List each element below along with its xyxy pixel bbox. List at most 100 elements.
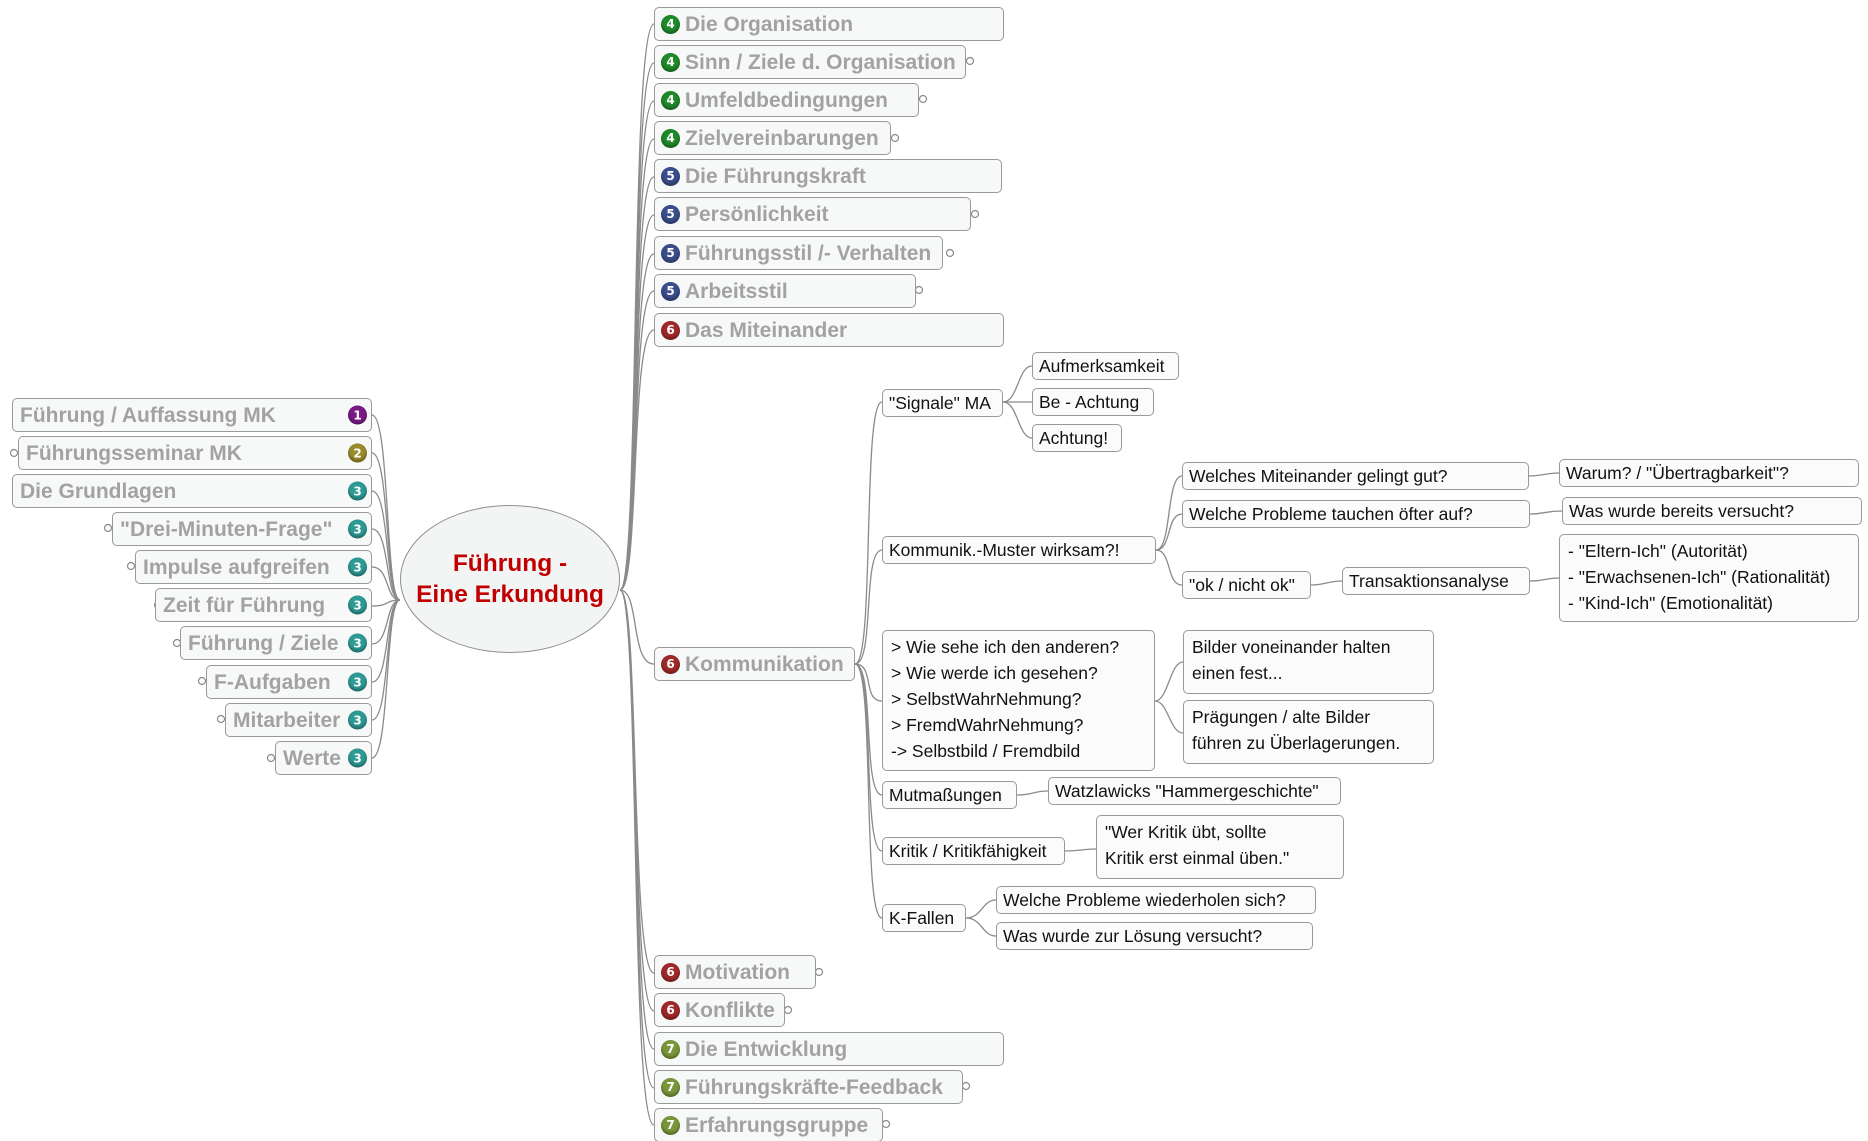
priority-6-icon: 6	[661, 320, 680, 340]
node-mutmassungen[interactable]: Mutmaßungen	[882, 781, 1017, 809]
priority-3-icon: 3	[348, 633, 367, 653]
topic-label: Konflikte	[685, 998, 775, 1022]
left-topic-impulse[interactable]: Impulse aufgreifen 3	[135, 550, 372, 584]
priority-6-icon: 6	[661, 1000, 680, 1020]
node-bereits-versucht[interactable]: Was wurde bereits versucht?	[1562, 497, 1862, 525]
node-be-achtung[interactable]: Be - Achtung	[1032, 388, 1154, 416]
central-topic-line1: Führung -	[452, 550, 568, 577]
left-topic-auffassung[interactable]: Führung / Auffassung MK 1	[12, 398, 372, 432]
topic-label: Arbeitsstil	[685, 279, 788, 303]
node-ok-nicht-ok[interactable]: "ok / nicht ok"	[1182, 571, 1311, 599]
left-topic-seminar[interactable]: Führungsseminar MK 2	[18, 436, 372, 470]
topic-label: Zielvereinbarungen	[685, 126, 879, 150]
topic-label: Führungsseminar MK	[26, 441, 242, 465]
right-topic-motivation[interactable]: 6 Motivation	[654, 955, 816, 989]
central-topic-line2: Eine Erkundung	[416, 581, 604, 608]
central-topic[interactable]: Führung - Eine Erkundung	[400, 505, 620, 653]
topic-label: Zeit für Führung	[163, 593, 326, 617]
priority-3-icon: 3	[348, 519, 367, 539]
priority-4-icon: 4	[661, 52, 680, 72]
priority-5-icon: 5	[661, 243, 680, 263]
topic-label: Kommunikation	[685, 652, 844, 676]
node-kritik-zitat[interactable]: "Wer Kritik übt, sollte Kritik erst einm…	[1096, 815, 1344, 879]
node-probleme-oefter[interactable]: Welche Probleme tauchen öfter auf?	[1182, 500, 1530, 528]
node-praegungen[interactable]: Prägungen / alte Bilder führen zu Überla…	[1183, 700, 1434, 764]
node-hammergeschichte[interactable]: Watzlawicks "Hammergeschichte"	[1048, 777, 1341, 805]
topic-label: Impulse aufgreifen	[143, 555, 330, 579]
right-topic-feedback[interactable]: 7 Führungskräfte-Feedback	[654, 1070, 963, 1104]
topic-label: Führung / Ziele	[188, 631, 339, 655]
priority-6-icon: 6	[661, 654, 680, 674]
left-topic-zeit[interactable]: Zeit für Führung 3	[155, 588, 372, 622]
priority-3-icon: 3	[348, 481, 367, 501]
priority-4-icon: 4	[661, 90, 680, 110]
right-topic-persoenlichkeit[interactable]: 5 Persönlichkeit	[654, 197, 971, 231]
topic-label: Führung / Auffassung MK	[20, 403, 276, 427]
right-topic-organisation[interactable]: 4 Die Organisation	[654, 7, 1004, 41]
topic-label: Das Miteinander	[685, 318, 848, 342]
topic-label: Mitarbeiter	[233, 708, 341, 732]
node-warum[interactable]: Warum? / "Übertragbarkeit"?	[1559, 459, 1859, 487]
topic-label: Die Organisation	[685, 12, 854, 36]
priority-3-icon: 3	[348, 557, 367, 577]
priority-1-icon: 1	[348, 405, 367, 425]
node-wahrnehmung[interactable]: > Wie sehe ich den anderen? > Wie werde …	[882, 630, 1155, 771]
topic-label: F-Aufgaben	[214, 670, 331, 694]
priority-3-icon: 3	[348, 672, 367, 692]
right-topic-kommunikation[interactable]: 6 Kommunikation	[654, 647, 855, 681]
node-transaktionsanalyse[interactable]: Transaktionsanalyse	[1342, 567, 1530, 595]
right-topic-fuehrungskraft[interactable]: 5 Die Führungskraft	[654, 159, 1002, 193]
topic-label: Umfeldbedingungen	[685, 88, 888, 112]
right-topic-arbeitsstil[interactable]: 5 Arbeitsstil	[654, 274, 916, 308]
priority-5-icon: 5	[661, 166, 680, 186]
node-miteinander-gelingt[interactable]: Welches Miteinander gelingt gut?	[1182, 462, 1529, 490]
priority-7-icon: 7	[661, 1039, 680, 1059]
right-topic-fuehrungsstil[interactable]: 5 Führungsstil /- Verhalten	[654, 236, 943, 270]
topic-label: Führungskräfte-Feedback	[685, 1075, 943, 1099]
topic-label: Sinn / Ziele d. Organisation	[685, 50, 956, 74]
topic-label: Werte	[283, 746, 341, 770]
topic-label: Die Grundlagen	[20, 479, 177, 503]
right-topic-umfeld[interactable]: 4 Umfeldbedingungen	[654, 83, 919, 117]
node-kommunik-muster[interactable]: Kommunik.-Muster wirksam?!	[882, 536, 1156, 564]
left-topic-grundlagen[interactable]: Die Grundlagen 3	[12, 474, 372, 508]
node-signale[interactable]: "Signale" MA	[882, 389, 1003, 417]
right-topic-miteinander[interactable]: 6 Das Miteinander	[654, 313, 1004, 347]
node-bilder-fest[interactable]: Bilder voneinander halten einen fest...	[1183, 630, 1434, 694]
left-topic-ziele[interactable]: Führung / Ziele 3	[180, 626, 372, 660]
priority-4-icon: 4	[661, 128, 680, 148]
node-k-fallen[interactable]: K-Fallen	[882, 904, 966, 932]
priority-7-icon: 7	[661, 1077, 680, 1097]
topic-label: Führungsstil /- Verhalten	[685, 241, 932, 265]
priority-3-icon: 3	[348, 595, 367, 615]
node-ich-zustaende[interactable]: - "Eltern-Ich" (Autorität) - "Erwachsene…	[1559, 534, 1859, 622]
topic-label: Persönlichkeit	[685, 202, 829, 226]
node-probleme-wiederholen[interactable]: Welche Probleme wiederholen sich?	[996, 886, 1316, 914]
left-topic-mitarbeiter[interactable]: Mitarbeiter 3	[225, 703, 372, 737]
node-kritik[interactable]: Kritik / Kritikfähigkeit	[882, 837, 1065, 865]
priority-2-icon: 2	[348, 443, 367, 463]
node-aufmerksamkeit[interactable]: Aufmerksamkeit	[1032, 352, 1179, 380]
priority-5-icon: 5	[661, 281, 680, 301]
right-topic-entwicklung[interactable]: 7 Die Entwicklung	[654, 1032, 1004, 1066]
topic-label: Erfahrungsgruppe	[685, 1113, 869, 1137]
priority-3-icon: 3	[348, 710, 367, 730]
right-topic-konflikte[interactable]: 6 Konflikte	[654, 993, 785, 1027]
topic-label: Die Führungskraft	[685, 164, 866, 188]
left-topic-aufgaben[interactable]: F-Aufgaben 3	[206, 665, 372, 699]
node-loesung-versucht[interactable]: Was wurde zur Lösung versucht?	[996, 922, 1313, 950]
priority-7-icon: 7	[661, 1115, 680, 1135]
topic-label: Die Entwicklung	[685, 1037, 848, 1061]
node-achtung[interactable]: Achtung!	[1032, 424, 1122, 452]
left-topic-werte[interactable]: Werte 3	[275, 741, 372, 775]
topic-label: "Drei-Minuten-Frage"	[120, 517, 333, 541]
topic-label: Motivation	[685, 960, 790, 984]
right-topic-zielvereinbarungen[interactable]: 4 Zielvereinbarungen	[654, 121, 891, 155]
priority-4-icon: 4	[661, 14, 680, 34]
left-topic-drei-minuten[interactable]: "Drei-Minuten-Frage" 3	[112, 512, 372, 546]
right-topic-erfahrungsgruppe[interactable]: 7 Erfahrungsgruppe	[654, 1108, 883, 1141]
right-topic-sinn-ziele[interactable]: 4 Sinn / Ziele d. Organisation	[654, 45, 966, 79]
priority-3-icon: 3	[348, 748, 367, 768]
